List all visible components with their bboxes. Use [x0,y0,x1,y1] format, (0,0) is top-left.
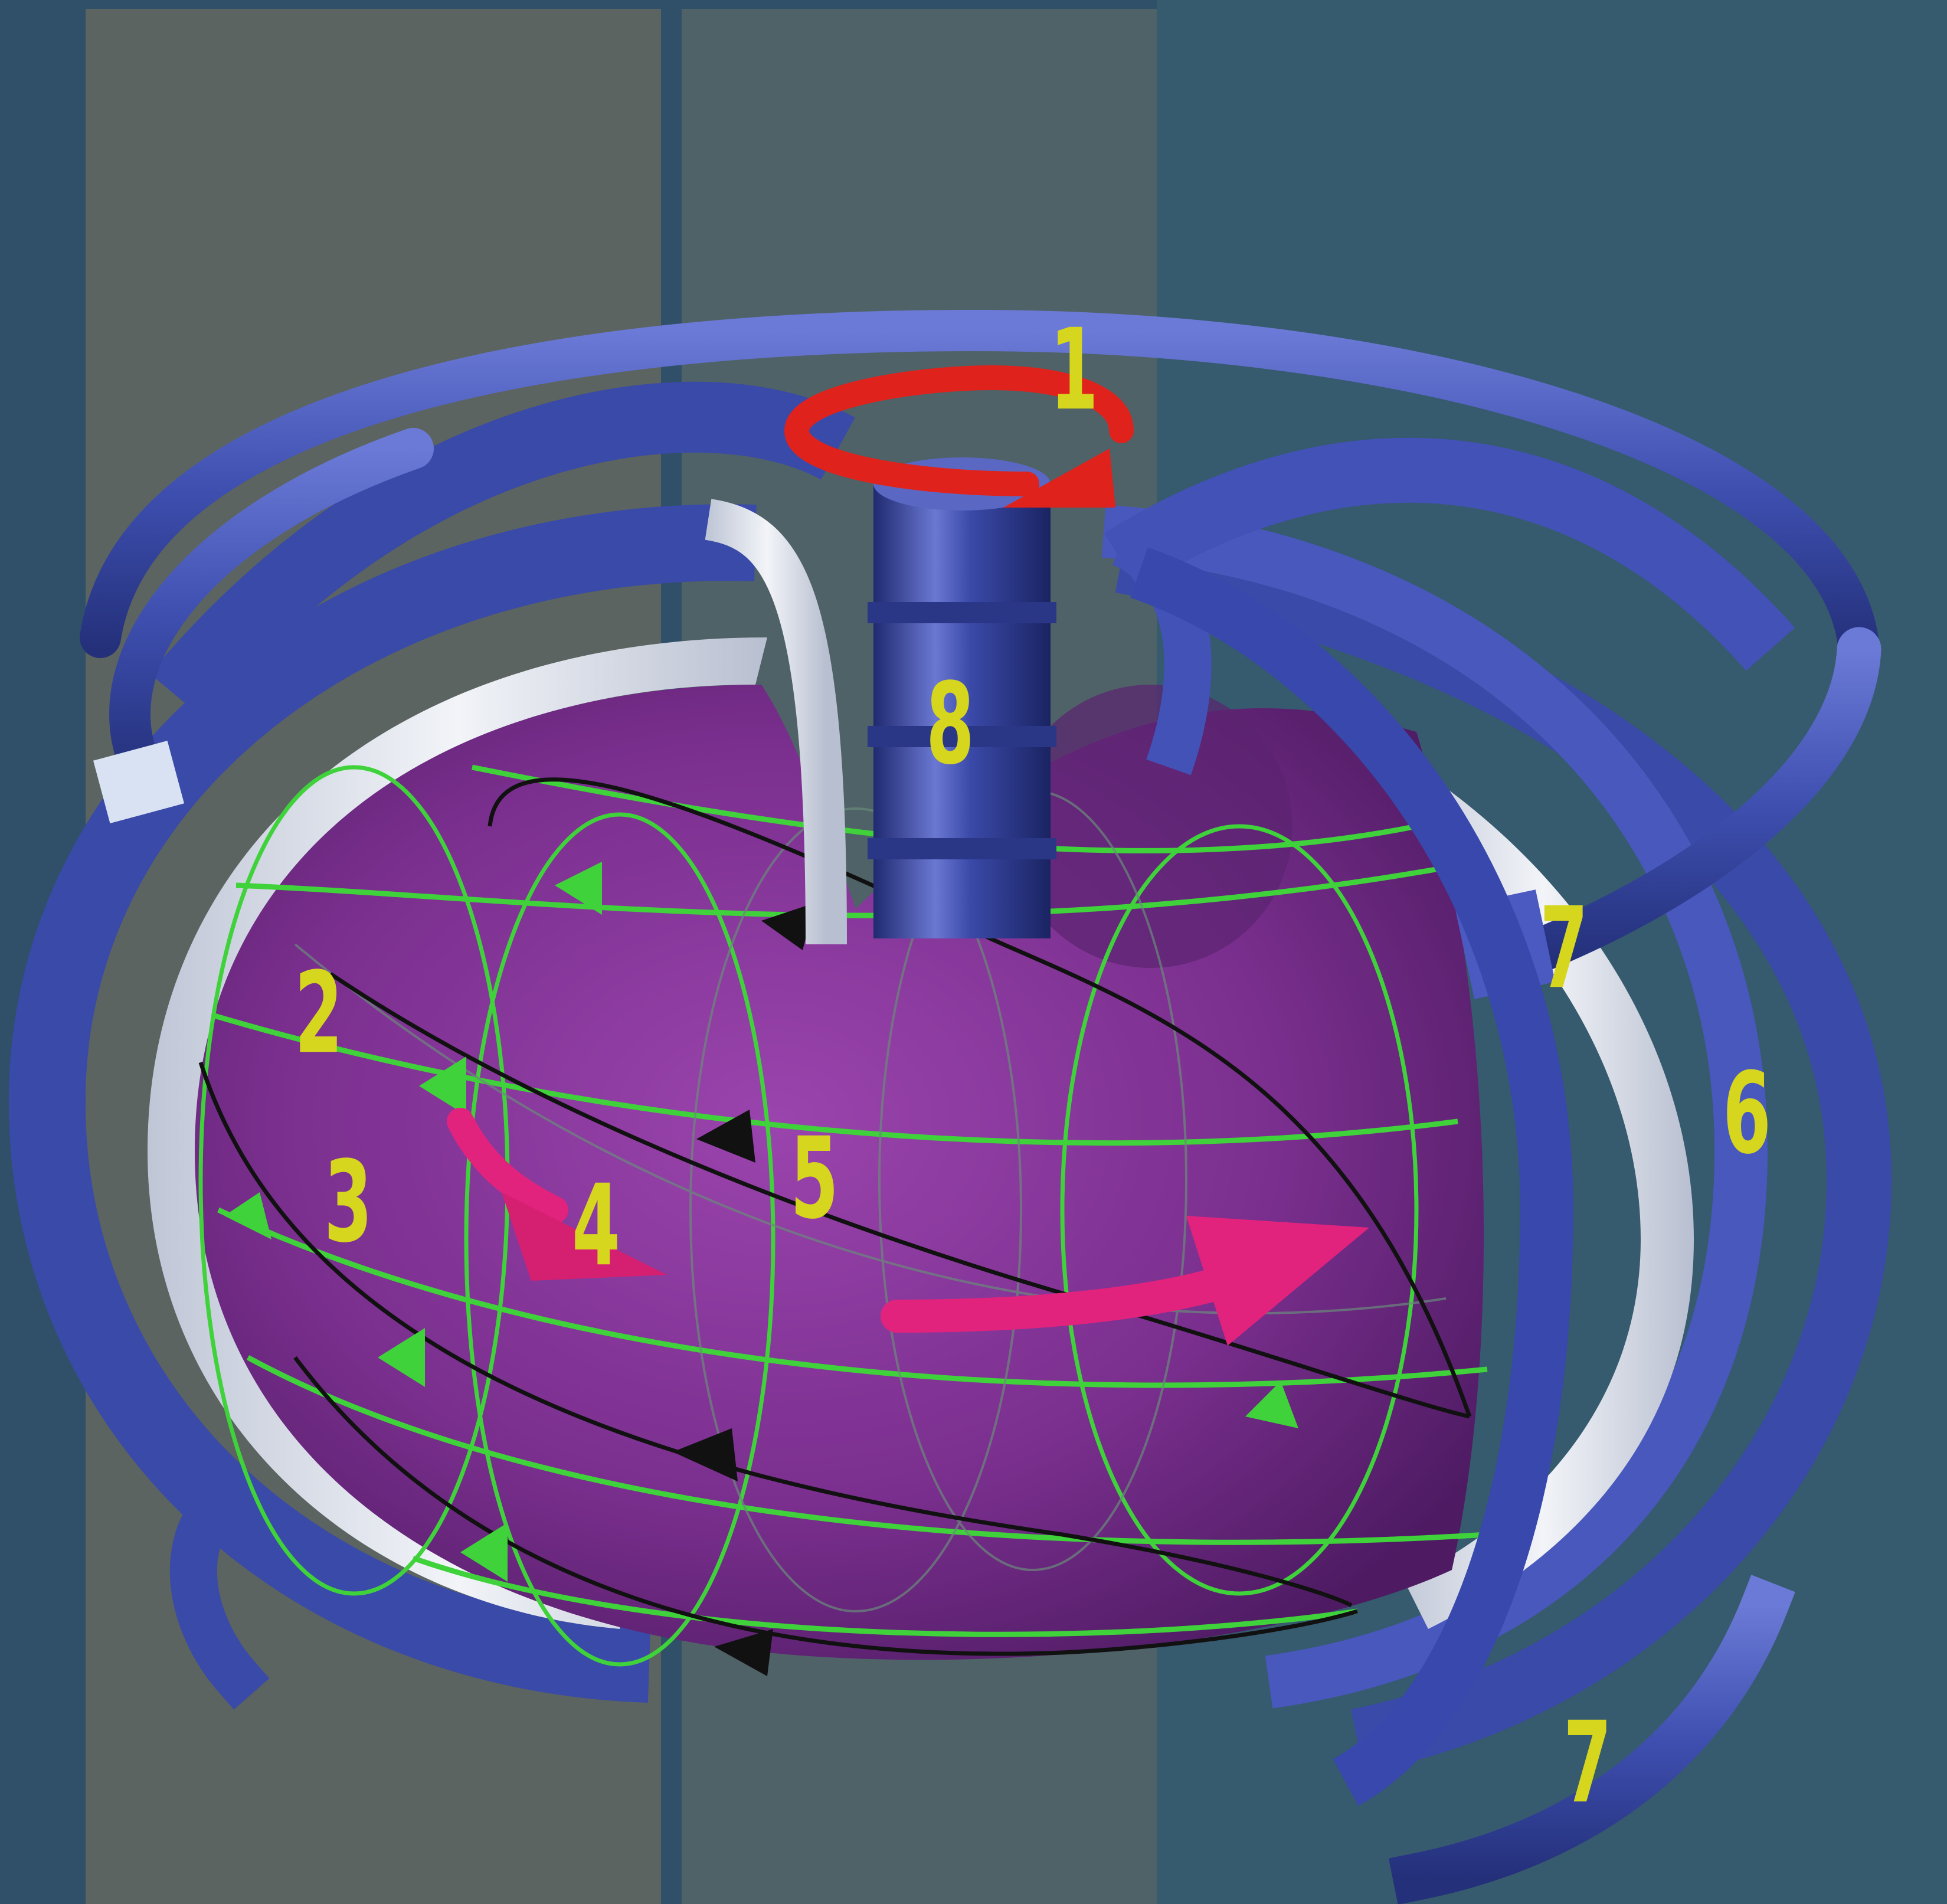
callout-label-7-lower: 7 [1563,1698,1612,1828]
solenoid-ring [868,838,1056,859]
callout-label-7-upper: 7 [1540,884,1588,1014]
callout-label-8: 8 [926,659,974,790]
callout-label-5: 5 [790,1114,839,1244]
solenoid-ring [868,602,1056,623]
callout-label-1: 1 [1050,305,1098,436]
callout-label-4: 4 [572,1161,620,1291]
callout-label-6: 6 [1723,1049,1771,1179]
callout-label-2: 2 [294,948,343,1079]
callout-label-3: 3 [324,1137,372,1268]
